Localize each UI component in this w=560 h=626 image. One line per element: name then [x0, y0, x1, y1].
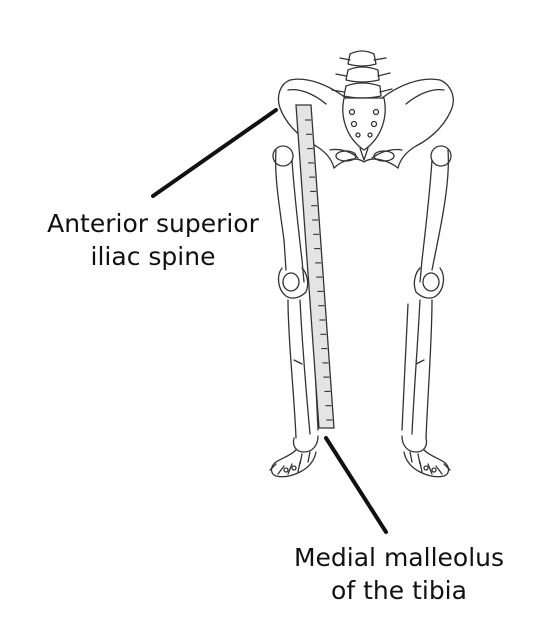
asis-label: Anterior superior iliac spine	[22, 207, 284, 273]
asis-leader-line	[151, 108, 278, 198]
left-foot	[403, 449, 451, 478]
tape-ticks	[305, 119, 333, 421]
right-leg	[272, 145, 319, 453]
malleolus-label: Medial malleolus of the tibia	[268, 541, 530, 607]
measuring-tape	[295, 104, 335, 429]
pelvis	[277, 78, 454, 169]
malleolus-leader-line	[324, 436, 388, 534]
asis-label-line2: iliac spine	[90, 242, 216, 271]
malleolus-label-line1: Medial malleolus	[293, 543, 505, 572]
malleolus-label-line2: of the tibia	[331, 576, 467, 605]
right-foot	[269, 449, 317, 478]
left-leg	[401, 145, 452, 453]
lumbar-vertebrae	[331, 50, 393, 99]
asis-label-line1: Anterior superior	[47, 209, 259, 238]
